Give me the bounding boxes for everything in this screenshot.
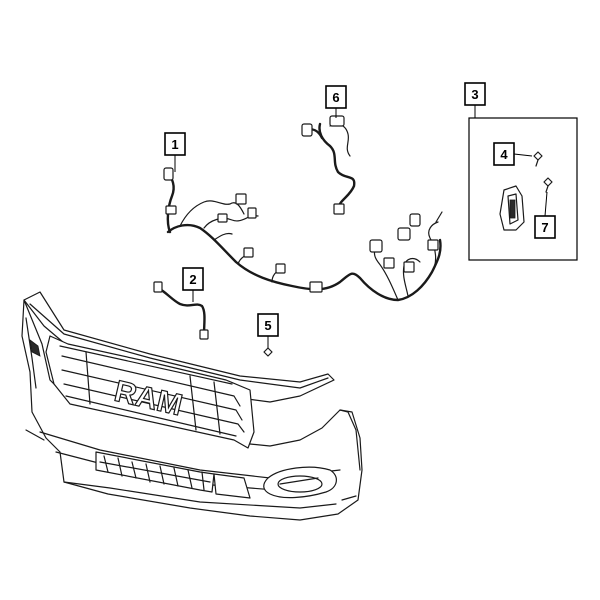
svg-text:6: 6 [332,90,339,105]
callout-7: 7 [534,215,556,239]
front-wiring-harness [163,167,443,302]
jumper-harness [153,281,209,340]
callout-2: 2 [182,267,204,291]
callout-3: 3 [464,82,486,106]
kit-bracket [499,185,525,231]
callout-6: 6 [325,85,347,109]
svg-text:5: 5 [264,318,271,333]
kit-fastener-7 [543,177,553,193]
callout-5: 5 [257,313,279,337]
front-end-assembly: RAM [21,291,363,521]
retainer-clip [263,347,273,357]
svg-text:2: 2 [189,272,196,287]
callout-4: 4 [493,142,515,166]
svg-text:7: 7 [541,220,548,235]
upper-harness [301,115,356,215]
svg-text:3: 3 [471,87,478,102]
kit-fastener-4 [533,151,543,167]
kit-frame [468,117,578,261]
svg-text:1: 1 [171,137,178,152]
svg-text:4: 4 [500,147,508,162]
callout-1: 1 [164,132,186,156]
